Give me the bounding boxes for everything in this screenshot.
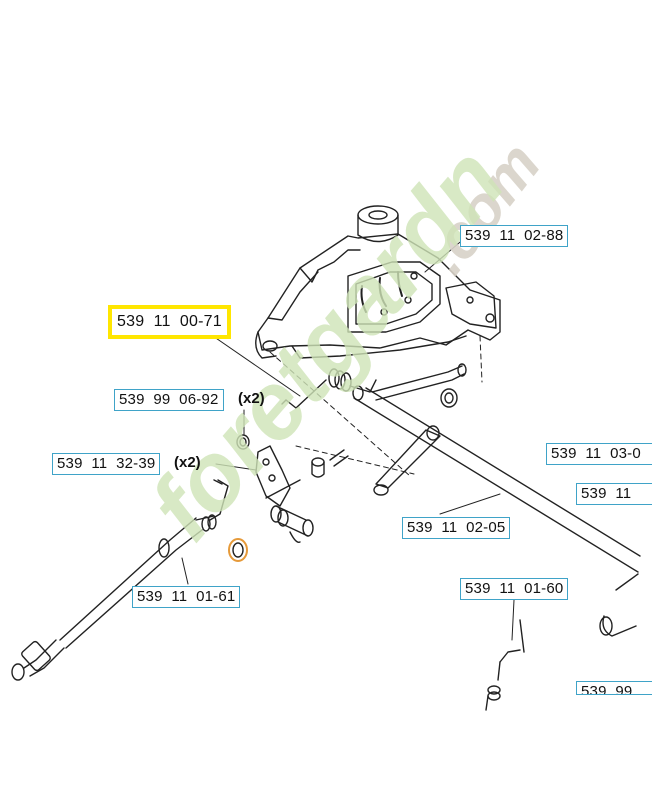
part-label-539-99-06-92[interactable]: 539 99 06-92 — [114, 389, 224, 411]
part-label-539-11-00-71[interactable]: 539 11 00-71 — [108, 305, 231, 339]
main-shaft — [352, 363, 641, 637]
quantity-badge: (x2) — [238, 390, 265, 407]
part-label-539-11-partial[interactable]: 539 11 — [576, 483, 652, 505]
quantity-badge: (x2) — [174, 454, 201, 471]
part-label-539-11-32-39[interactable]: 539 11 32-39 — [52, 453, 161, 475]
torsion-spring — [281, 368, 377, 409]
leader-lines — [181, 236, 515, 641]
part-label-539-11-03-partial[interactable]: 539 11 03-0 — [546, 443, 652, 465]
lever-plate — [255, 445, 415, 543]
control-rod — [11, 479, 229, 681]
bracket-housing — [255, 205, 501, 477]
part-label-539-11-01-61[interactable]: 539 11 01-61 — [132, 586, 241, 608]
tension-spring — [485, 619, 525, 711]
circlip — [236, 434, 250, 450]
part-label-539-11-02-88[interactable]: 539 11 02-88 — [460, 225, 569, 247]
part-label-539-11-02-05[interactable]: 539 11 02-05 — [402, 517, 511, 539]
part-label-539-99-partial[interactable]: 539 99 — [576, 681, 652, 695]
split-ring — [228, 538, 248, 562]
part-label-539-11-01-60[interactable]: 539 11 01-60 — [460, 578, 569, 600]
